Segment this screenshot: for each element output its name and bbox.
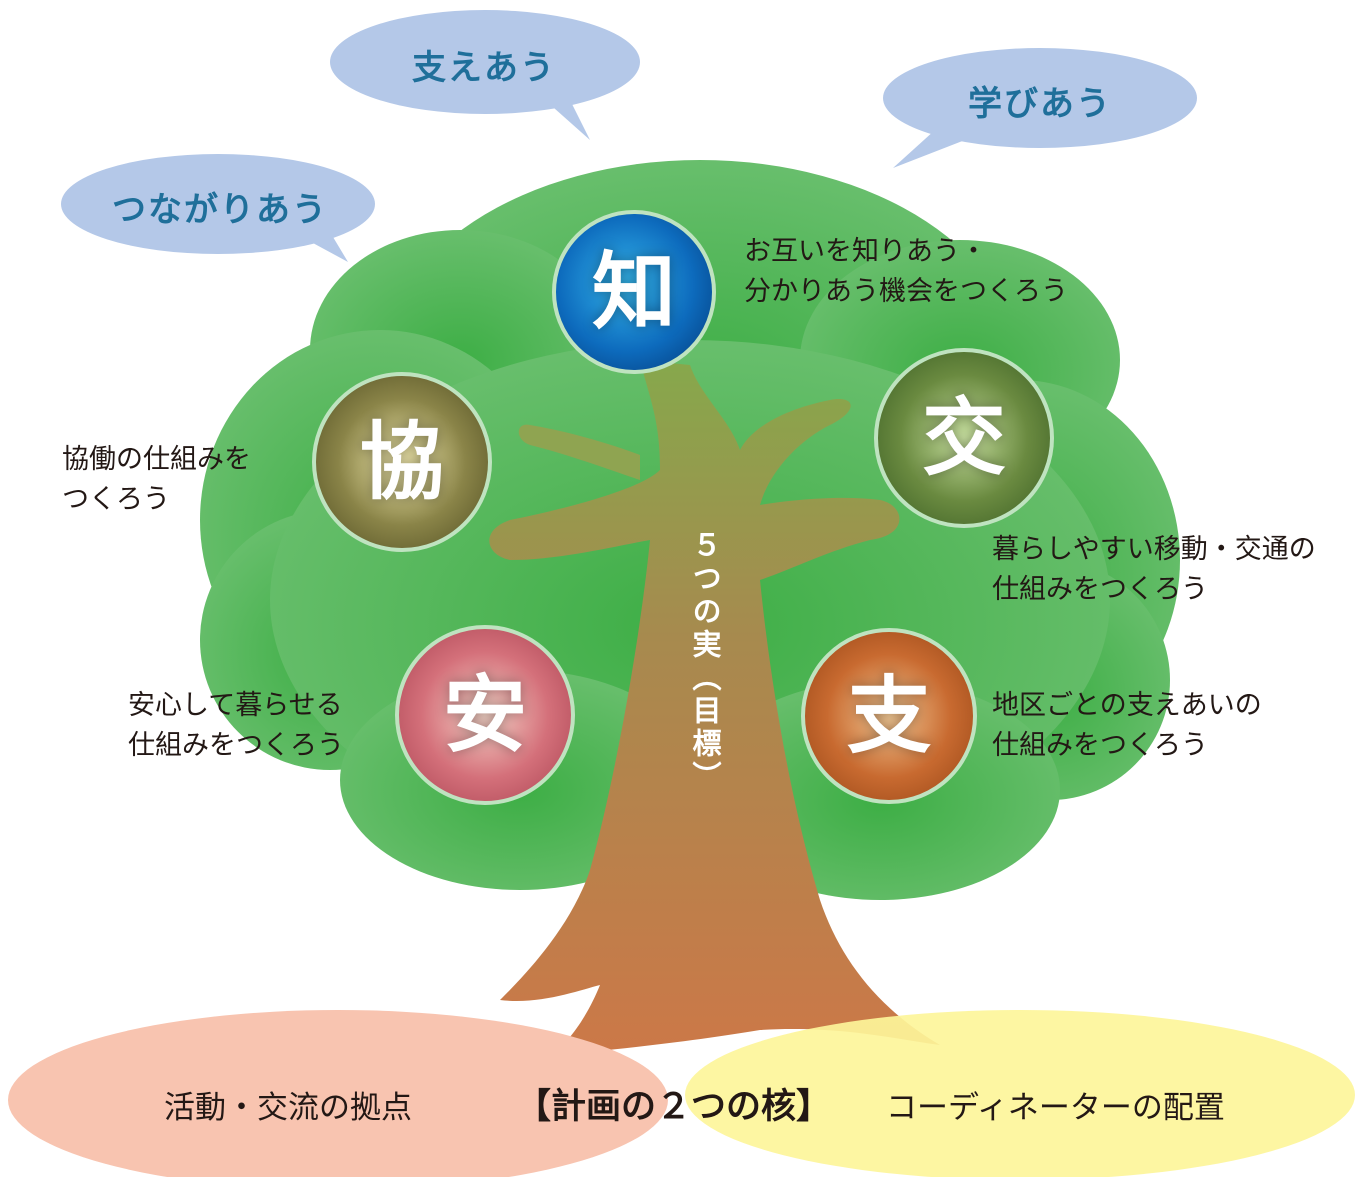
speech-bubble-support	[330, 10, 640, 140]
fruit-support-description: 地区ごとの支えあいの 仕組みをつくろう	[992, 686, 1262, 766]
fruit-cooperate	[312, 372, 492, 552]
tree-trunk	[489, 360, 940, 1055]
core-title: 【計画の２つの核】	[516, 1087, 832, 1127]
bubble-text-learn: 学びあう	[968, 84, 1112, 124]
fruit-cooperate-line1: 協働の仕組みを	[62, 444, 251, 475]
fruit-know-char: 知	[591, 243, 676, 341]
fruit-cooperate-line2: つくろう	[62, 484, 170, 515]
core-left-label: 活動・交流の拠点	[164, 1090, 412, 1126]
fruit-exchange-description: 暮らしやすい移動・交通の 仕組みをつくろう	[992, 530, 1316, 610]
bubble-text-connect: つながりあう	[112, 190, 328, 230]
trunk-label: ５つの実（目標）	[688, 530, 722, 794]
speech-bubble-connect	[61, 154, 375, 262]
fruit-safety-line2: 仕組みをつくろう	[128, 730, 344, 761]
fruit-exchange-line2: 仕組みをつくろう	[992, 574, 1208, 605]
fruit-cooperate-description: 協働の仕組みを つくろう	[62, 440, 251, 520]
fruit-exchange-char: 交	[921, 389, 1006, 487]
bubble-text-support: 支えあう	[412, 48, 556, 88]
fruit-exchange-line1: 暮らしやすい移動・交通の	[992, 534, 1316, 565]
fruit-safety-line1: 安心して暮らせる	[128, 690, 343, 721]
fruit-support-line2: 仕組みをつくろう	[992, 730, 1208, 761]
branch-left	[518, 424, 640, 480]
fruit-cooperate-char: 協	[359, 413, 444, 511]
core-right-label: コーディネーターの配置	[886, 1090, 1225, 1126]
fruit-know-line1: お互いを知りあう・	[744, 236, 987, 267]
fruit-support	[801, 628, 977, 804]
fruit-support-char: 支	[846, 667, 931, 765]
fruit-know-description: お互いを知りあう・ 分かりあう機会をつくろう	[744, 232, 1068, 312]
fruit-support-line1: 地区ごとの支えあいの	[992, 690, 1262, 721]
core-left-ellipse	[8, 1010, 668, 1177]
fruit-know	[552, 210, 716, 374]
speech-bubble-learn	[883, 48, 1197, 168]
fruit-exchange	[874, 348, 1054, 528]
fruit-know-line2: 分かりあう機会をつくろう	[744, 276, 1068, 307]
fruit-safety	[395, 625, 575, 805]
fruit-safety-char: 安	[442, 666, 527, 764]
fruit-safety-description: 安心して暮らせる 仕組みをつくろう	[128, 686, 344, 766]
core-right-ellipse	[685, 1010, 1355, 1177]
